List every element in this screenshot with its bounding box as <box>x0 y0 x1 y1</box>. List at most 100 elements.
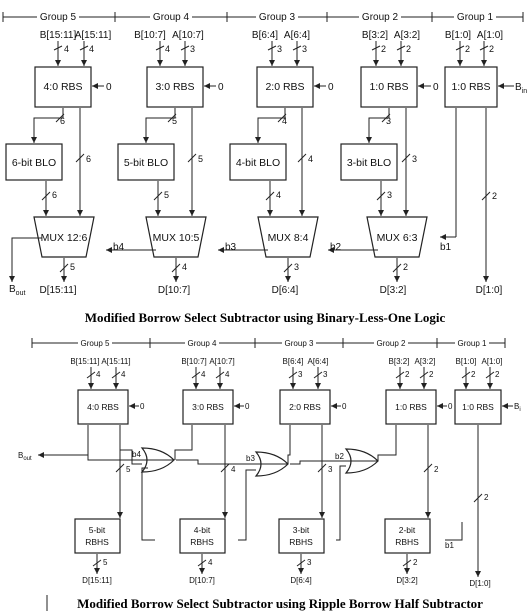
width-label: 4 <box>182 262 187 272</box>
rbhs-label: RBHS <box>190 537 214 547</box>
mux-g4 <box>145 216 207 258</box>
input-b-3-2: B[3:2] <box>389 357 410 366</box>
width-label: 2 <box>381 44 386 54</box>
zero-input: 0 <box>218 82 224 93</box>
width-label: 2 <box>471 370 476 379</box>
diagram-1: Group 5 Group 4 Group 3 Group 2 Group 1 … <box>2 10 527 325</box>
rbs-block-g3 <box>256 66 314 108</box>
input-b-15-11: B[15:11] <box>70 357 99 366</box>
input-a-10-7: A[10:7] <box>172 30 204 41</box>
zero-input: 0 <box>140 402 145 411</box>
borrow-in-label: Bin <box>515 82 527 95</box>
borrow-out-label: Bout <box>9 284 25 297</box>
rbs-label: 1:0 RBS <box>462 402 494 412</box>
rbhs-block-g2 <box>384 518 431 554</box>
zero-input: 0 <box>328 82 334 93</box>
rbhs-width: 2-bit <box>399 525 416 535</box>
mux-label: MUX 10:5 <box>153 232 200 244</box>
width-label: 2 <box>484 493 489 502</box>
width-label: 5 <box>164 190 169 200</box>
rbs-block-g3 <box>279 389 331 425</box>
width-label: 3 <box>412 154 417 164</box>
borrow-b4: b4 <box>113 242 125 253</box>
blo-block-g4 <box>117 143 175 181</box>
width-label: 3 <box>190 44 195 54</box>
input-b-6-4: B[6:4] <box>252 30 278 41</box>
mux-g5 <box>33 216 95 258</box>
width-label: 4 <box>121 370 126 379</box>
input-a-15-11: A[15:11] <box>75 30 112 41</box>
width-label: 4 <box>208 558 213 567</box>
width-label: 6 <box>52 190 57 200</box>
width-label: 3 <box>277 44 282 54</box>
width-label: 2 <box>413 558 418 567</box>
borrow-b1: b1 <box>445 541 454 550</box>
width-label: 2 <box>405 370 410 379</box>
width-label: 2 <box>434 465 439 474</box>
width-label: 4 <box>308 154 313 164</box>
input-a-1-0: A[1:0] <box>482 357 503 366</box>
rbs-block-g5 <box>77 389 129 425</box>
output-d-3-2: D[3:2] <box>380 285 407 296</box>
rbs-label: 1:0 RBS <box>369 81 408 93</box>
blo-block-g2 <box>340 143 398 181</box>
group-3-label: Group 3 <box>259 12 296 23</box>
rbs-block-g1 <box>444 66 498 108</box>
rbs-label: 3:0 RBS <box>192 402 224 412</box>
width-label: 2 <box>406 44 411 54</box>
rbs-label: 2:0 RBS <box>265 81 304 93</box>
rbs-label: 2:0 RBS <box>289 402 321 412</box>
borrow-in-label: Bi <box>514 402 521 413</box>
input-a-6-4: A[6:4] <box>308 357 329 366</box>
borrow-b3: b3 <box>225 242 237 253</box>
mux-label: MUX 12:6 <box>41 232 88 244</box>
width-label: 4 <box>231 465 236 474</box>
input-b-3-2: B[3:2] <box>362 30 388 41</box>
diagram-2: Group 5 Group 4 Group 3 Group 2 Group 1 … <box>18 337 521 611</box>
zero-input: 0 <box>433 82 439 93</box>
width-label: 4 <box>201 370 206 379</box>
input-b-15-11: B[15:11] <box>40 30 77 41</box>
input-b-6-4: B[6:4] <box>283 357 304 366</box>
rbs-block-g4 <box>182 389 234 425</box>
rbhs-block-g3 <box>278 518 325 554</box>
rbhs-width: 5-bit <box>89 525 106 535</box>
width-label: 5 <box>198 154 203 164</box>
output-d-1-0: D[1:0] <box>476 285 503 296</box>
mux-g3 <box>257 216 319 258</box>
input-b-1-0: B[1:0] <box>456 357 477 366</box>
rbhs-label: RBHS <box>395 537 419 547</box>
input-a-3-2: A[3:2] <box>415 357 436 366</box>
rbhs-label: RBHS <box>289 537 313 547</box>
rbhs-width: 3-bit <box>293 525 310 535</box>
output-d-15-11: D[15:11] <box>39 285 76 296</box>
group-1-label: Group 1 <box>457 12 494 23</box>
width-label: 3 <box>323 370 328 379</box>
width-label: 4 <box>225 370 230 379</box>
input-a-6-4: A[6:4] <box>284 30 310 41</box>
output-d-10-7: D[10:7] <box>189 576 215 585</box>
borrow-out-label: Bout <box>18 451 32 462</box>
rbhs-block-g5 <box>74 518 121 554</box>
input-a-3-2: A[3:2] <box>394 30 420 41</box>
rbhs-label: RBHS <box>85 537 109 547</box>
width-label: 2 <box>403 262 408 272</box>
width-label: 3 <box>298 370 303 379</box>
group-2-label: Group 2 <box>377 339 406 348</box>
width-label: 2 <box>429 370 434 379</box>
input-a-1-0: A[1:0] <box>477 30 503 41</box>
rbs-label: 4:0 RBS <box>87 402 119 412</box>
output-d-10-7: D[10:7] <box>158 285 190 296</box>
rbs-block-g2 <box>360 66 418 108</box>
mux-g2 <box>366 216 428 258</box>
output-d-6-4: D[6:4] <box>290 576 311 585</box>
width-label: 6 <box>86 154 91 164</box>
mux-label: MUX 6:3 <box>377 232 418 244</box>
group-4-label: Group 4 <box>188 339 217 348</box>
borrow-b3: b3 <box>246 454 255 463</box>
width-label: 5 <box>126 465 131 474</box>
caption-1: Modified Borrow Select Subtractor using … <box>85 310 446 325</box>
zero-input: 0 <box>106 82 112 93</box>
output-d-1-0: D[1:0] <box>469 579 490 588</box>
